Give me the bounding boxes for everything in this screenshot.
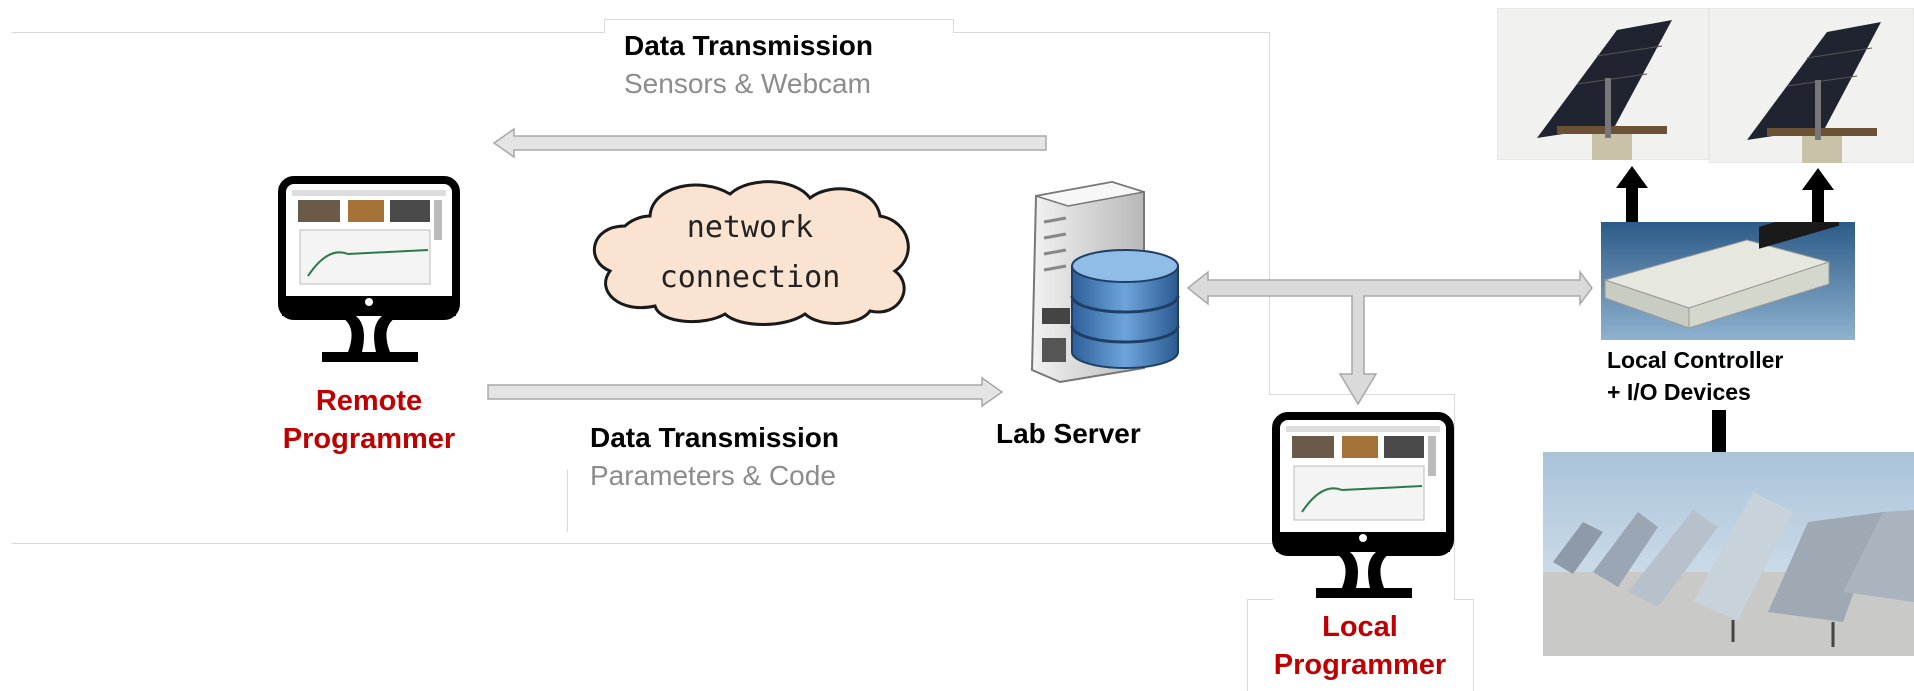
- local-controller-line2: + I/O Devices: [1607, 379, 1751, 405]
- local-programmer-line1: Local: [1322, 611, 1398, 643]
- heliostat-field-photo: [1543, 452, 1914, 656]
- cloud-label: network connection: [600, 203, 900, 303]
- frame-local-right-upper: [1454, 394, 1455, 599]
- remote-programmer-label: Remote Programmer: [236, 382, 502, 458]
- frame-top-left: [12, 32, 604, 33]
- bottom-transmission-subtitle: Parameters & Code: [590, 460, 836, 491]
- sensor-data-arrow: [492, 127, 1047, 159]
- frame-tab-right: [953, 19, 954, 33]
- up-arrow-left: [1616, 166, 1648, 240]
- cloud-line2: connection: [659, 260, 841, 295]
- monitor-icon: [278, 176, 460, 362]
- lab-server-label: Lab Server: [996, 418, 1141, 449]
- up-arrow-right: [1802, 168, 1834, 242]
- frame-local-left-tick: [1247, 599, 1273, 600]
- remote-programmer-line1: Remote: [315, 385, 423, 417]
- local-controller-line1: Local Controller: [1607, 347, 1784, 373]
- local-programmer-line2: Programmer: [1273, 649, 1447, 681]
- solar-panel-photo-left: [1497, 8, 1709, 160]
- frame-right: [1269, 32, 1270, 394]
- frame-inner-tick: [567, 470, 568, 532]
- frame-tab-top: [604, 19, 954, 20]
- top-transmission-title: Data Transmission: [624, 30, 873, 61]
- cloud-line1: network: [686, 210, 814, 245]
- bottom-transmission-title: Data Transmission: [590, 422, 839, 453]
- cloud-icon: [592, 180, 910, 326]
- top-transmission-subtitle: Sensors & Webcam: [624, 68, 871, 99]
- database-icon: [1070, 249, 1180, 369]
- frame-local-right: [1473, 599, 1474, 691]
- frame-local-right-tick: [1454, 599, 1474, 600]
- frame-bottom: [12, 543, 1272, 544]
- remote-programmer-line2: Programmer: [282, 423, 456, 455]
- solar-panel-photo-right: [1709, 8, 1914, 163]
- frame-local-left: [1247, 599, 1248, 691]
- controller-device: [1601, 222, 1855, 340]
- parameters-data-arrow: [487, 376, 1004, 408]
- frame-tab-left: [604, 19, 605, 33]
- local-programmer-label: Local Programmer: [1252, 608, 1468, 684]
- frame-top-right: [953, 32, 1269, 33]
- local-controller-label: Local Controller + I/O Devices: [1607, 344, 1783, 408]
- server-controller-arrow: [1186, 269, 1593, 406]
- local-monitor-icon: [1272, 412, 1454, 598]
